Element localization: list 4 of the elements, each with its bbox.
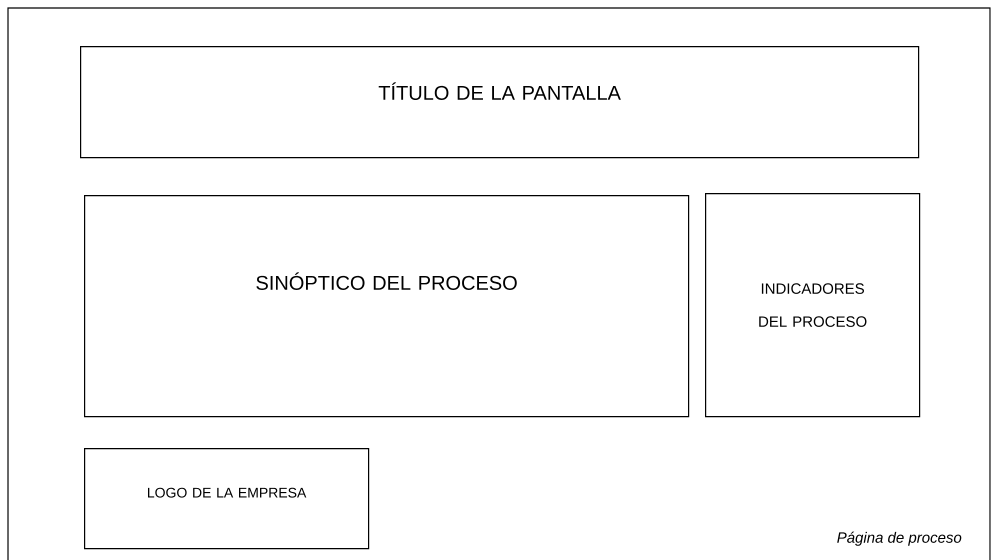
layout-box: INDICADORES DEL PROCESO (705, 193, 920, 418)
layout-box: TÍTULO DE LA PANTALLA (80, 46, 920, 158)
layout-box: SINÓPTICO DEL PROCESO (84, 195, 690, 418)
layout-box: LOGO DE LA EMPRESA (84, 448, 370, 550)
